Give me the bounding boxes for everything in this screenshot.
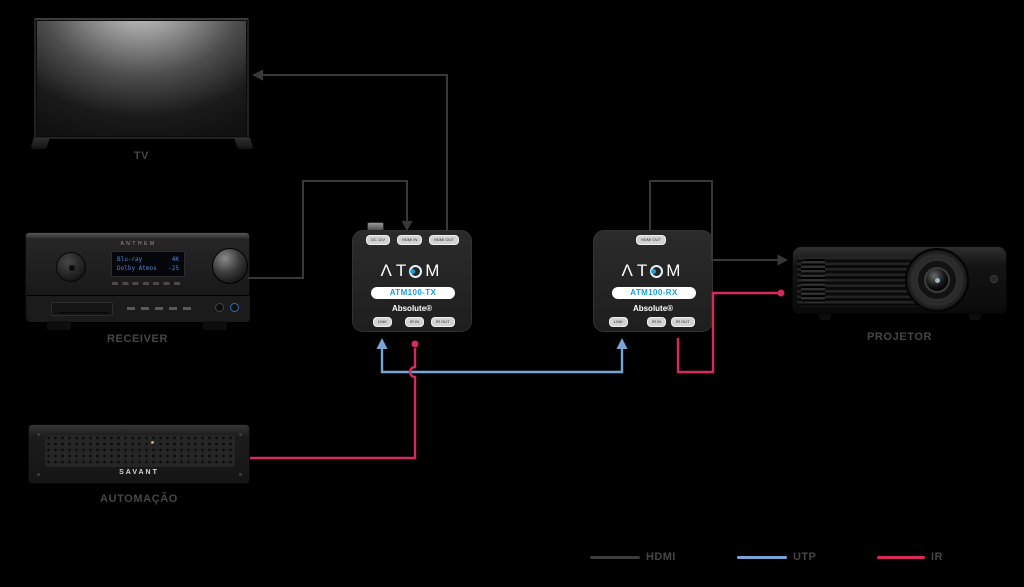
receiver-display-audio: Dolby Atmos — [117, 265, 157, 272]
legend-utp-label: UTP — [793, 551, 817, 563]
arrowhead-into-projector — [777, 254, 788, 266]
screw-icon — [37, 473, 40, 476]
atom-logo-o-icon — [650, 264, 664, 278]
receiver-foot-right — [203, 321, 227, 330]
tx-port-ir-out: IR OUT — [431, 317, 455, 327]
tx-port-link: LINK — [373, 317, 392, 327]
atom-logo-left: ΛT — [621, 261, 652, 280]
receiver-body: ANTHEM Blu-ray 4K Dolby Atmos -25 — [25, 232, 250, 322]
automation-brand: SAVANT — [119, 469, 159, 476]
receiver-lower-panel — [27, 295, 250, 322]
rx-model-badge: ATM100-RX — [612, 287, 696, 299]
rx-maker: Absolute® — [632, 304, 674, 313]
receiver-brand: ANTHEM — [120, 241, 157, 247]
ir-connector-dot-projector — [777, 289, 785, 297]
projector-device — [792, 246, 1007, 320]
atom-logo-left: ΛT — [380, 261, 411, 280]
receiver-dpad-center — [69, 265, 75, 271]
atm100-tx-device: DC 12V HDMI IN HDMI OUT ΛT M ATM100-TX Ab… — [352, 222, 472, 332]
automation-status-led — [151, 441, 154, 444]
ir-wire-automation-to-tx — [250, 348, 417, 460]
receiver-format-logos — [127, 307, 197, 310]
tx-port-hdmi-in: HDMI IN — [397, 235, 423, 245]
tx-port-ir-in: IR IN — [405, 317, 425, 327]
tx-port-dc12v: DC 12V — [366, 235, 391, 245]
tx-model-badge: ATM100-TX — [371, 287, 455, 299]
screw-icon — [37, 433, 40, 436]
legend-utp-line — [737, 556, 787, 559]
tx-maker: Absolute® — [391, 304, 433, 313]
arrowhead-into-rx-link — [616, 338, 628, 349]
legend-hdmi-label: HDMI — [646, 551, 676, 563]
automation-device: SAVANT — [28, 424, 250, 484]
receiver-setup-jack — [230, 303, 239, 312]
ir-connector-dot-tx — [411, 340, 419, 348]
hdmi-wire-tx-to-tv — [262, 74, 448, 231]
receiver-display-resolution: 4K — [171, 256, 179, 263]
rx-port-link: LINK — [609, 317, 628, 327]
atom-logo-rx: ΛT M — [594, 261, 712, 281]
automation-label: AUTOMAÇÃO — [100, 493, 178, 505]
tv-device — [34, 18, 249, 139]
receiver-foot-left — [47, 321, 71, 330]
arrowhead-into-tv — [252, 69, 263, 81]
receiver-disc-tray — [51, 302, 113, 316]
atom-logo-right: M — [425, 261, 444, 280]
projector-foot-right — [969, 314, 981, 320]
receiver-device: ANTHEM Blu-ray 4K Dolby Atmos -25 — [25, 232, 250, 332]
atom-logo-right: M — [666, 261, 685, 280]
projector-ir-sensor — [990, 275, 998, 283]
receiver-volume-knob — [212, 248, 248, 284]
tv-screen — [37, 21, 246, 136]
tv-label: TV — [133, 150, 150, 162]
receiver-button-row — [112, 282, 184, 285]
atom-logo-tx: ΛT M — [353, 261, 471, 281]
rx-port-ir-in: IR IN — [647, 317, 667, 327]
receiver-display-source: Blu-ray — [117, 256, 143, 263]
receiver-tray-slot — [58, 312, 108, 313]
projector-label: PROJETOR — [866, 331, 933, 343]
atom-logo-o-icon — [409, 264, 423, 278]
projector-lens-center — [934, 277, 940, 283]
rx-port-hdmi-out: HDMI OUT — [636, 235, 666, 245]
dc-power-connector — [367, 222, 384, 231]
projector-foot-left — [819, 314, 831, 320]
atm100-rx-device: HDMI OUT ΛT M ATM100-RX Absolute® LINK IR… — [593, 230, 713, 332]
tv-foot-left — [30, 138, 50, 149]
projector-lens — [905, 248, 969, 312]
receiver-label: RECEIVER — [106, 333, 169, 345]
projector-vent — [801, 259, 825, 303]
legend-hdmi-line — [590, 556, 640, 559]
receiver-dpad — [56, 252, 86, 282]
receiver-display-volume: -25 — [168, 265, 179, 272]
tv-foot-right — [234, 138, 254, 149]
legend-ir-label: IR — [931, 551, 943, 563]
receiver-display: Blu-ray 4K Dolby Atmos -25 — [111, 251, 185, 277]
receiver-headphone-jack — [215, 303, 224, 312]
arrowhead-into-tx-link — [376, 338, 388, 349]
rx-port-ir-out: IR OUT — [671, 317, 695, 327]
tx-port-hdmi-out: HDMI OUT — [429, 235, 459, 245]
legend-ir-line — [877, 556, 925, 559]
utp-wire-tx-to-rx — [380, 348, 624, 374]
automation-grille — [45, 435, 235, 467]
screw-icon — [239, 433, 242, 436]
screw-icon — [239, 473, 242, 476]
projector-lens-glass — [924, 267, 950, 293]
